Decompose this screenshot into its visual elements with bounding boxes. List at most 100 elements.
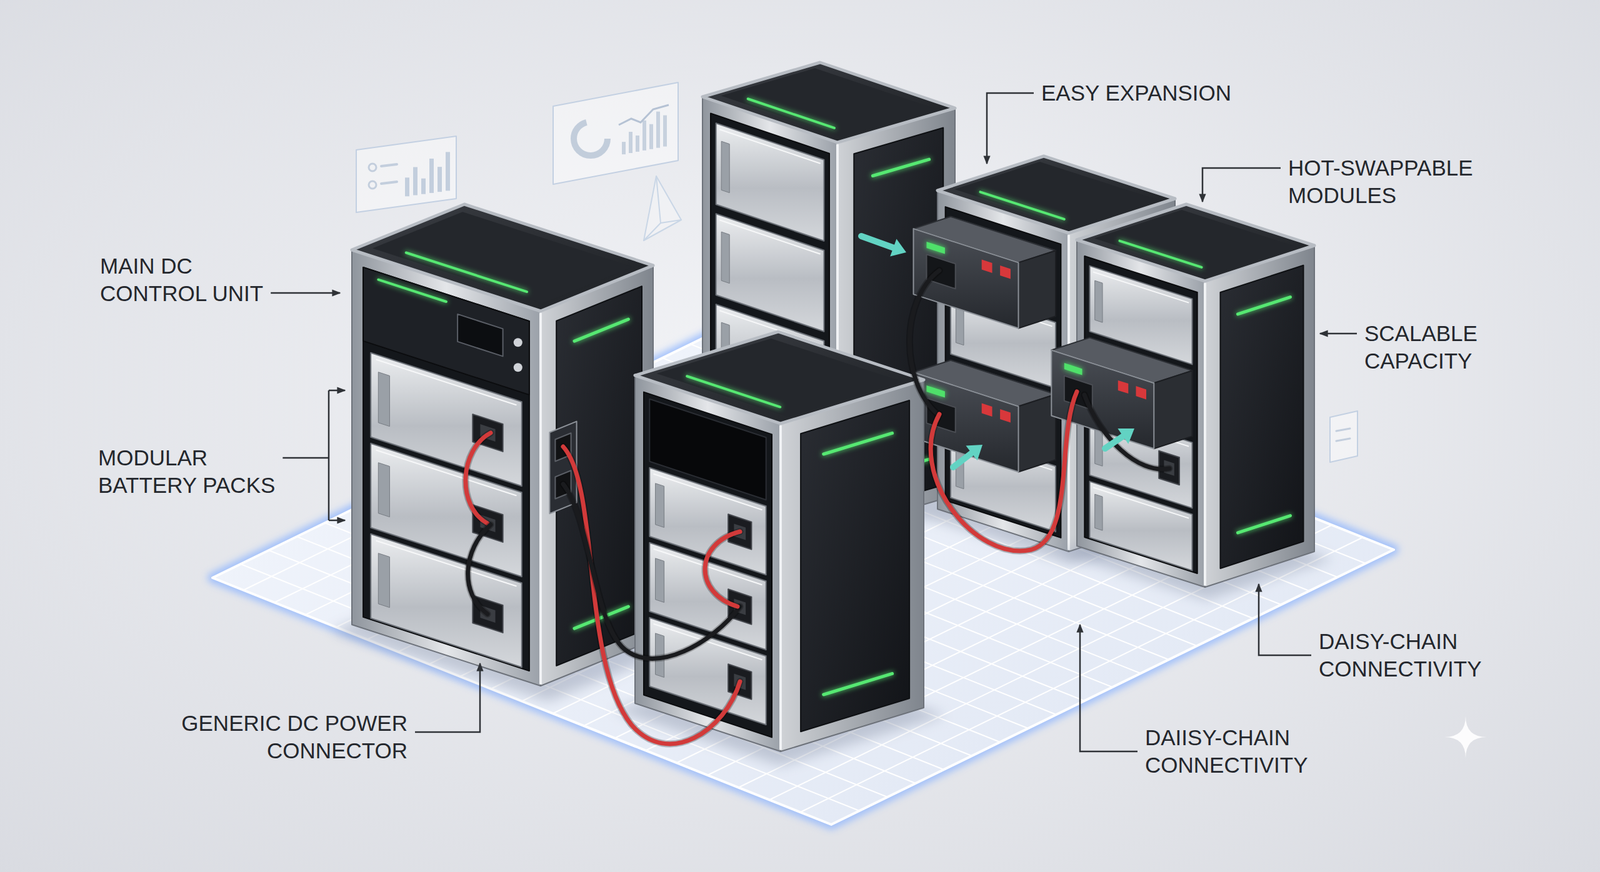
- red-button: [981, 259, 993, 274]
- module-handle: [655, 558, 665, 604]
- status-led: [926, 385, 945, 399]
- corner-highlight: [1203, 283, 1207, 585]
- hologram-dot: [368, 181, 377, 189]
- sparkle: [1444, 716, 1487, 759]
- module-handle: [1095, 494, 1103, 531]
- prism-edge: [643, 223, 661, 241]
- led-strip: [378, 280, 447, 302]
- top-inset: [955, 161, 1159, 228]
- callout-label: DAISY-CHAIN CONNECTIVITY: [1318, 628, 1500, 684]
- corner-highlight: [539, 313, 542, 684]
- chart-bar: [445, 151, 450, 191]
- pulled-module-side: [1018, 250, 1057, 329]
- insert-arrow-shaft: [1105, 436, 1124, 449]
- chart-bar: [635, 135, 640, 152]
- hologram-panel: [1330, 411, 1358, 463]
- top-inset: [721, 68, 937, 137]
- led-strip: [1238, 516, 1291, 534]
- hologram-prism: [643, 176, 682, 241]
- module-highlight: [1093, 272, 1189, 304]
- chart-bar: [405, 177, 410, 197]
- status-led: [1064, 363, 1083, 375]
- hologram-glass: [553, 82, 679, 185]
- red-button: [1000, 265, 1011, 280]
- power-cable: [1084, 395, 1170, 470]
- led-strip: [748, 98, 835, 129]
- sparkline: [618, 105, 669, 125]
- cabinet-side: [1205, 245, 1315, 588]
- prism: [643, 176, 682, 241]
- callout-label: MAIN DC CONTROL UNIT: [100, 252, 282, 308]
- cabinet-front: [635, 375, 781, 752]
- cable-shadow: [909, 270, 940, 415]
- cabinet-side: [780, 380, 924, 752]
- prism-edge: [656, 176, 661, 224]
- cable-shadow: [930, 391, 1077, 552]
- cable-shadow: [563, 484, 740, 659]
- chart-bar: [642, 120, 647, 151]
- callout-label: DAIISY-CHAIN CONNECTIVITY: [1145, 724, 1327, 780]
- chart-bar: [656, 111, 660, 149]
- cabinet: [1051, 204, 1333, 600]
- leader-line: [1202, 168, 1281, 202]
- cabinet-front: [351, 250, 541, 687]
- hologram-line: [381, 164, 397, 167]
- callout-label: SCALABLE CAPACITY: [1364, 320, 1499, 375]
- leader-line: [986, 93, 1034, 164]
- led-strip: [823, 433, 893, 455]
- corner-highlight: [779, 426, 782, 750]
- cable-shadow: [563, 446, 740, 745]
- red-button: [1136, 386, 1147, 400]
- module-highlight: [1093, 488, 1189, 519]
- insert-arrow-head: [1117, 428, 1135, 445]
- chart-bar: [437, 166, 442, 192]
- module-highlight: [720, 129, 820, 164]
- red-button: [981, 403, 993, 417]
- power-cable: [563, 484, 740, 659]
- chart-bar: [628, 131, 633, 154]
- hologram-dot: [368, 163, 377, 172]
- hologram-glass: [1330, 411, 1358, 463]
- hologram-panel: [553, 82, 679, 185]
- module-highlight: [720, 220, 820, 254]
- hologram-line: [381, 181, 397, 184]
- control-button: [513, 363, 523, 372]
- battery-module: [1090, 481, 1193, 572]
- callout-label: GENERIC DC POWER CONNECTOR: [170, 710, 408, 765]
- red-button: [1118, 380, 1129, 394]
- led-strip: [574, 319, 629, 342]
- top-inset: [1094, 210, 1298, 276]
- module-handle: [655, 483, 665, 529]
- insert-arrow-shaft: [953, 453, 972, 468]
- control-display: [457, 314, 504, 357]
- led-strip: [1238, 297, 1291, 315]
- insert-arrow-shaft: [861, 236, 894, 249]
- led-strip: [823, 673, 893, 695]
- chart-bar: [429, 158, 434, 194]
- module-highlight: [653, 474, 762, 510]
- control-button: [513, 338, 523, 347]
- cabinet-top: [1076, 204, 1315, 282]
- module-highlight: [376, 450, 516, 497]
- hologram-line: [1336, 438, 1350, 442]
- module-highlight: [376, 541, 516, 587]
- led-strip: [686, 376, 780, 407]
- leader-line: [282, 457, 329, 460]
- side-panel: [800, 400, 910, 732]
- chart-bar: [663, 115, 667, 147]
- power-cable: [705, 531, 740, 607]
- cable-shadow: [705, 531, 740, 607]
- module-handle: [721, 141, 730, 193]
- bracket-arrow: [328, 520, 345, 522]
- module-handle: [378, 463, 390, 518]
- callout-label: HOT-SWAPPABLE MODULES: [1288, 154, 1495, 210]
- chart-bar: [413, 166, 418, 195]
- power-cable: [930, 391, 1077, 552]
- top-inset: [656, 338, 903, 417]
- prism-edge: [660, 220, 682, 224]
- chart-bar: [649, 124, 654, 150]
- led-strip: [980, 191, 1064, 220]
- leader-line: [1320, 333, 1357, 335]
- leader-line: [1080, 625, 1138, 752]
